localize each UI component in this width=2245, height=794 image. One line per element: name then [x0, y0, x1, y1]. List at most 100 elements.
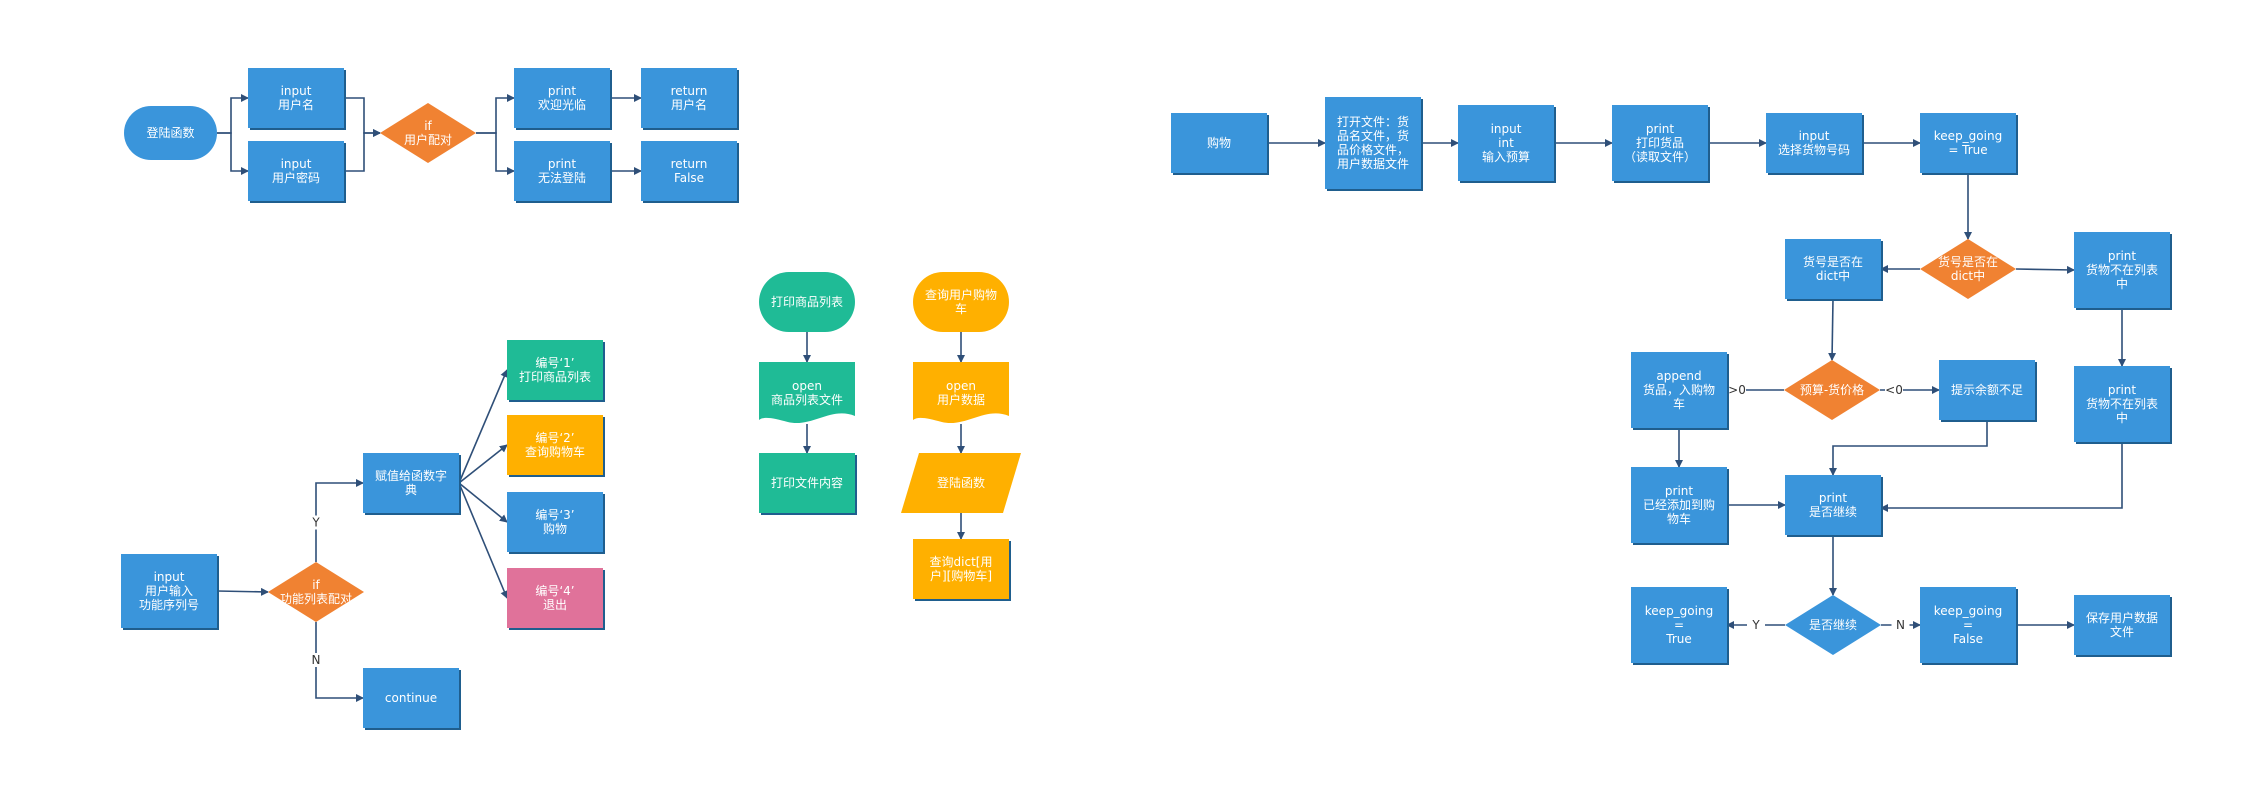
node-label: print	[1646, 122, 1674, 136]
node-shape	[759, 272, 855, 332]
edge-login-in_pwd	[217, 132, 249, 175]
node-label: 货号是否在	[1938, 254, 1998, 269]
node-shape	[1939, 360, 2035, 420]
node-shape	[1785, 595, 1881, 655]
node-login: 登陆函数	[124, 106, 217, 160]
node-label: 用户数据	[937, 392, 985, 407]
node-shape	[2074, 595, 2170, 655]
node-shape	[507, 340, 603, 400]
node-opt1: 编号‘1’打印商品列表	[507, 340, 605, 402]
edge-line	[476, 94, 515, 134]
edge-line	[217, 94, 249, 134]
node-label: return	[671, 84, 708, 98]
edge-assign-opt3	[458, 482, 508, 523]
node-label: 用户输入	[145, 583, 193, 598]
edge-line	[458, 369, 508, 484]
node-label: 欢迎光临	[538, 97, 586, 112]
node-print_file: 打印文件内容	[759, 453, 857, 515]
node-login2: 登陆函数	[901, 453, 1021, 513]
node-label: 打开文件：货	[1337, 114, 1409, 129]
node-shape	[363, 668, 459, 728]
node-label: 登陆函数	[937, 475, 985, 490]
node-shape	[1631, 352, 1727, 428]
node-label: 查询购物车	[525, 444, 585, 459]
edge-line	[1829, 420, 1988, 476]
node-label: 编号‘4’	[535, 583, 574, 598]
node-label: print	[1665, 484, 1693, 498]
node-label: 商品列表文件	[771, 392, 843, 407]
edge-d_in_dict-pr_notin1	[2015, 265, 2075, 274]
node-label: 车	[955, 301, 967, 316]
node-label: 预算-货价格	[1800, 382, 1864, 397]
node-label: 退出	[543, 598, 567, 612]
edge-label: Y	[311, 516, 320, 530]
node-shape	[507, 415, 603, 475]
node-label: 查询用户购物	[925, 287, 997, 302]
edge-d_cont-kg_false: N	[1881, 618, 1921, 632]
node-shape	[1920, 239, 2016, 299]
node-label: 品价格文件，	[1337, 142, 1409, 157]
node-label: 户][购物车]	[930, 568, 992, 583]
node-label: 打印商品列表	[771, 294, 843, 309]
node-label: 车	[1673, 396, 1685, 411]
node-shape	[124, 106, 217, 160]
node-label: dict中	[1951, 268, 1985, 283]
edge-in_func-if_func	[216, 587, 269, 596]
node-cont: continue	[363, 668, 461, 730]
node-opt3: 编号‘3’购物	[507, 492, 605, 554]
node-label: 用户数据文件	[1337, 156, 1409, 171]
node-label: 货物不在列表	[2086, 396, 2158, 411]
edge-line	[344, 97, 381, 137]
node-label: return	[671, 157, 708, 171]
node-shape	[507, 568, 603, 628]
edge-label: Y	[1751, 618, 1760, 632]
node-label: 中	[2116, 410, 2128, 425]
node-label: 品名文件，货	[1337, 128, 1409, 143]
node-label: =	[1674, 618, 1684, 632]
node-label: if	[424, 119, 432, 133]
node-label: False	[674, 171, 704, 185]
node-label: 输入预算	[1482, 149, 1530, 164]
node-opt2: 编号‘2’查询购物车	[507, 415, 605, 477]
node-label: open	[946, 379, 976, 393]
node-shape	[913, 362, 1009, 424]
edge-line	[217, 132, 249, 175]
node-label: append	[1656, 369, 1701, 383]
edge-line	[344, 129, 381, 172]
node-label: 购物	[543, 521, 567, 536]
edge-line	[476, 132, 515, 175]
edge-if_func-assign: Y	[307, 479, 364, 562]
node-label: 提示余额不足	[1951, 382, 2023, 397]
edge-in_pwd-if_match	[344, 129, 381, 172]
node-label: 赋值给函数字	[375, 468, 447, 483]
node-shape	[1785, 475, 1881, 535]
node-shape	[759, 453, 855, 513]
node-label: 已经添加到购	[1643, 497, 1715, 512]
node-label: input	[1799, 129, 1830, 143]
edge-d_cont-kg_true2: Y	[1726, 618, 1785, 632]
node-label: print	[1819, 491, 1847, 505]
node-label: print	[2108, 383, 2136, 397]
node-label: keep_going	[1645, 604, 1713, 618]
node-label: = True	[1948, 143, 1987, 157]
edge-if_func-cont: N	[307, 622, 364, 702]
edge-line	[2015, 265, 2075, 274]
node-shape	[507, 492, 603, 552]
node-shape	[641, 68, 737, 128]
node-d_budget: 预算-货价格	[1784, 360, 1880, 420]
node-shape	[1325, 97, 1421, 189]
node-label: 功能列表配对	[280, 592, 352, 606]
edge-assign-opt1	[458, 369, 508, 484]
